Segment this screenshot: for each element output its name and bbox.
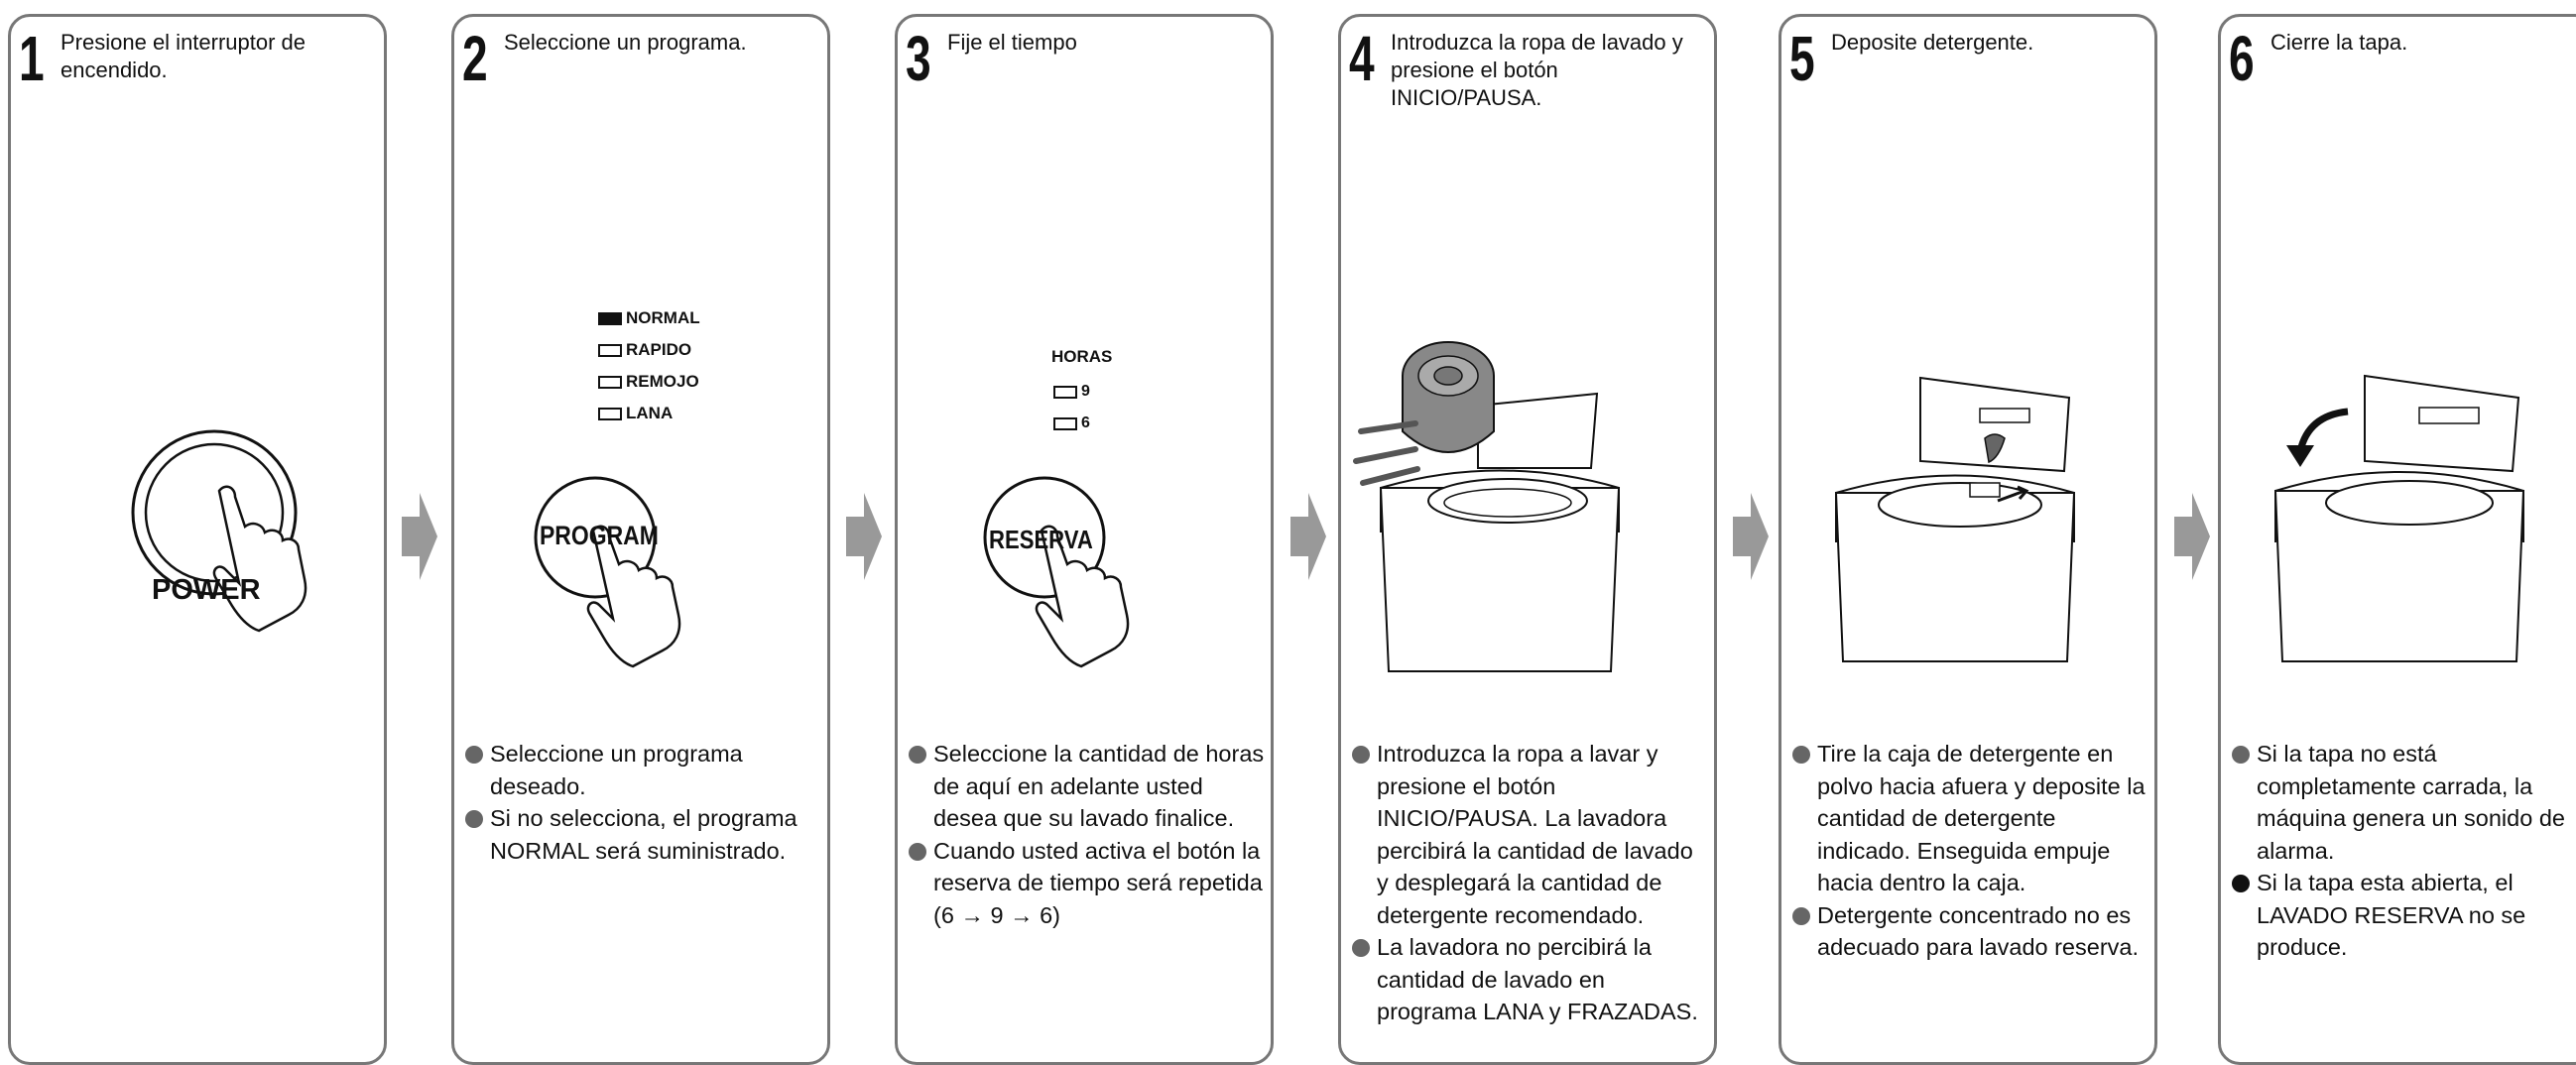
step-title: Cierre la tapa. (2270, 30, 2408, 55)
next-arrow-icon (402, 493, 437, 580)
next-arrow-icon (2174, 493, 2210, 580)
indicator-led-off (598, 375, 622, 389)
instruction-item: Seleccione la cantidad de horas de aquí … (908, 738, 1267, 835)
instruction-item: La lavadora no percibirá la cantidad de … (1351, 931, 1710, 1028)
next-arrow-icon (1733, 493, 1769, 580)
hours-list: 9 6 (1053, 376, 1090, 439)
step-panel-3: 3 Fije el tiempo HORAS 9 6 RESERVA Selec… (895, 14, 1274, 1065)
instruction-item: Tire la caja de detergente en polvo haci… (1791, 738, 2150, 899)
program-item: NORMAL (598, 302, 700, 334)
step-number: 3 (906, 23, 931, 94)
reserva-label: RESERVA (989, 525, 1093, 554)
instruction-item: Si la tapa no está completamente carrada… (2231, 738, 2576, 867)
power-label: POWER (152, 574, 261, 606)
instruction-item: Si la tapa esta abierta, el LAVADO RESER… (2231, 867, 2576, 964)
washer-closing-lid-icon (2273, 374, 2525, 662)
program-item: REMOJO (598, 366, 700, 398)
instruction-list: Seleccione la cantidad de horas de aquí … (908, 738, 1267, 931)
power-button-icon (131, 429, 307, 633)
reserva-button-icon (983, 476, 1130, 668)
program-item: RAPIDO (598, 334, 700, 366)
step-panel-4: 4 Introduzca la ropa de lavado y presion… (1338, 14, 1717, 1065)
instruction-list: Seleccione un programa deseado. Si no se… (464, 738, 823, 867)
washer-loading-icon (1353, 341, 1621, 672)
instruction-list: Tire la caja de detergente en polvo haci… (1791, 738, 2150, 964)
step-title: Presione el interruptor de encendido. (61, 30, 307, 82)
step-number: 4 (1349, 23, 1375, 94)
program-item: LANA (598, 398, 700, 429)
hours-item: 9 (1053, 376, 1090, 408)
instruction-item: Introduzca la ropa a lavar y presione el… (1351, 738, 1710, 931)
instruction-item: Detergente concentrado no es adecuado pa… (1791, 899, 2150, 964)
step-number: 2 (462, 23, 488, 94)
step-title: Fije el tiempo (947, 30, 1077, 55)
step-number: 6 (2229, 23, 2255, 94)
hours-label: HORAS (1051, 347, 1113, 366)
step-panel-1: 1 Presione el interruptor de encendido. … (8, 14, 387, 1065)
step-panel-2: 2 Seleccione un programa. NORMAL RAPIDO … (451, 14, 830, 1065)
step-title: Deposite detergente. (1831, 30, 2034, 55)
instruction-item: Si no selecciona, el programa NORMAL ser… (464, 802, 823, 867)
program-label: PROGRAM (540, 521, 659, 550)
next-arrow-icon (1290, 493, 1326, 580)
instruction-item: Cuando usted activa el botón la reserva … (908, 835, 1267, 932)
instruction-list: Si la tapa no está completamente carrada… (2231, 738, 2576, 964)
step-title: Seleccione un programa. (504, 30, 747, 55)
hours-item: 6 (1053, 408, 1090, 439)
instruction-list: Introduzca la ropa a lavar y presione el… (1351, 738, 1710, 1028)
step-number: 5 (1789, 23, 1815, 94)
indicator-led-off (598, 407, 622, 420)
indicator-led-on (598, 311, 622, 325)
indicator-led-off (1053, 385, 1077, 399)
next-arrow-icon (846, 493, 882, 580)
instruction-item: Seleccione un programa deseado. (464, 738, 823, 802)
program-button-icon (534, 476, 681, 668)
program-list: NORMAL RAPIDO REMOJO LANA (598, 302, 700, 429)
step-number: 1 (19, 23, 45, 94)
step-panel-5: 5 Deposite detergente. Tire la caja de d… (1779, 14, 2157, 1065)
washer-detergent-icon (1834, 376, 2076, 662)
step-title: Introduzca la ropa de lavado y presione … (1391, 30, 1683, 110)
step-panel-6: 6 Cierre la tapa. Si la tapa no está com… (2218, 14, 2576, 1065)
indicator-led-off (598, 343, 622, 357)
indicator-led-off (1053, 416, 1077, 430)
